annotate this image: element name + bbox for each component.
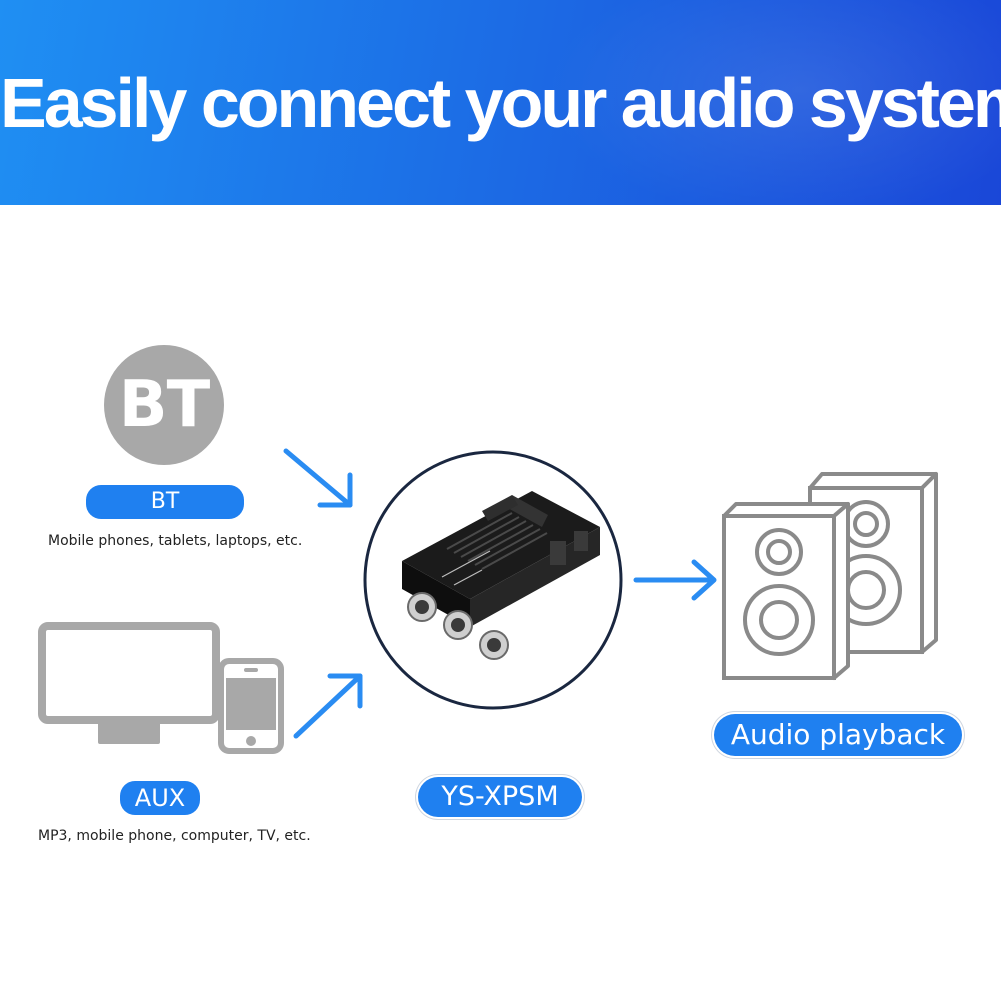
amplifier-board-image <box>363 450 623 710</box>
aux-label: AUX <box>120 781 200 815</box>
arrow-icon <box>633 559 717 601</box>
speaker-icon <box>722 472 938 680</box>
bt-icon: BT <box>104 345 224 465</box>
banner-title: Easily connect your audio system <box>0 64 1001 142</box>
smartphone-icon <box>218 658 284 754</box>
arrow-icon <box>283 448 353 508</box>
bt-label: BT <box>86 485 244 519</box>
device-label: YS-XPSM <box>418 777 582 817</box>
arrow-icon <box>293 673 363 739</box>
header-banner: Easily connect your audio system <box>0 0 1001 205</box>
output-label: Audio playback <box>714 714 962 756</box>
bt-caption: Mobile phones, tablets, laptops, etc. <box>48 533 303 549</box>
aux-caption: MP3, mobile phone, computer, TV, etc. <box>38 828 311 844</box>
monitor-icon <box>38 622 220 744</box>
